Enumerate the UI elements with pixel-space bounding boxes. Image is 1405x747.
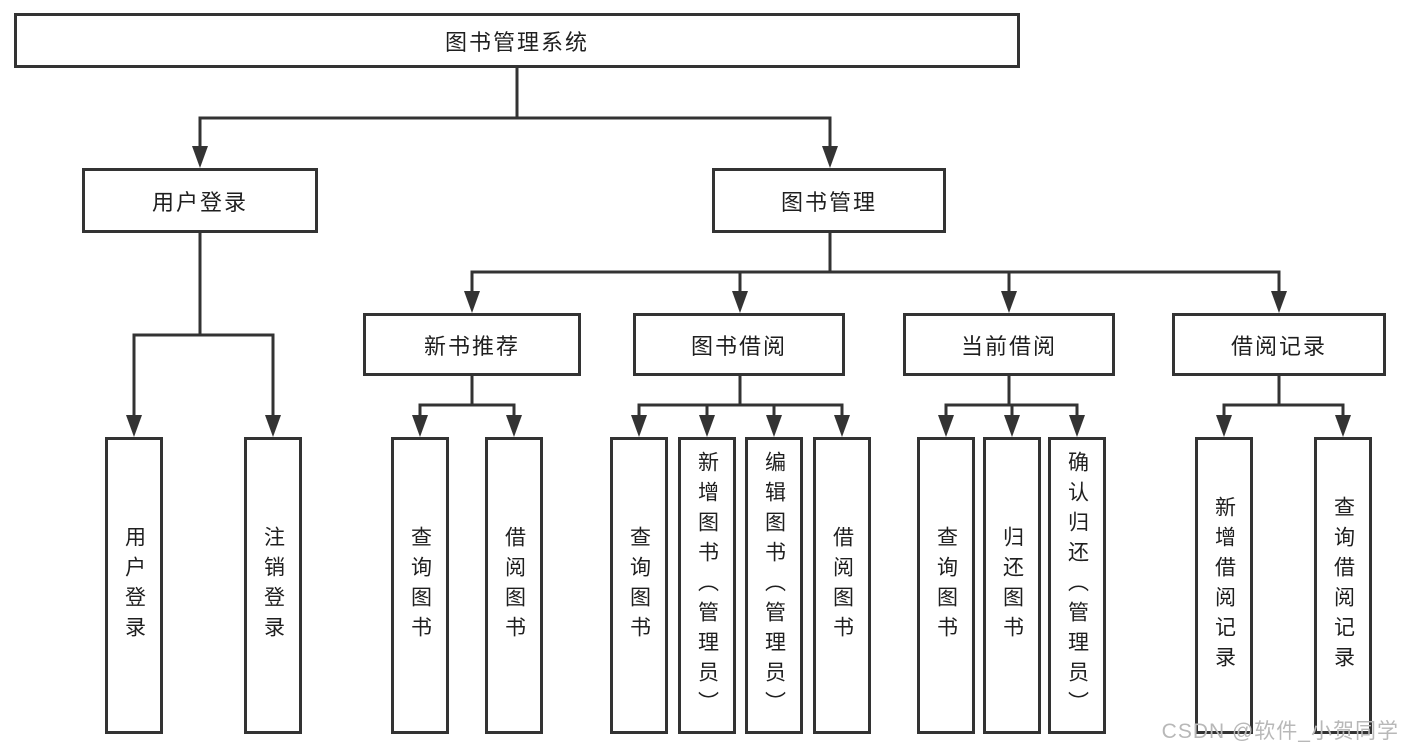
leaf-add-books-admin: 新增图书（管理员） xyxy=(678,437,736,734)
leaf-logout: 注销登录 xyxy=(244,437,302,734)
leaf-query-borrow-record: 查询借阅记录 xyxy=(1314,437,1372,734)
node-book-borrow-label: 图书借阅 xyxy=(690,333,787,359)
leaf-add-borrow-record-label: 新增借阅记录 xyxy=(1212,495,1236,676)
node-current-borrow-label: 当前借阅 xyxy=(960,333,1057,359)
leaf-confirm-return-admin: 确认归还（管理员） xyxy=(1048,437,1106,734)
leaf-query-books-borrow: 查询图书 xyxy=(610,437,668,734)
node-user-login-label: 用户登录 xyxy=(151,189,248,215)
node-book-management-label: 图书管理 xyxy=(780,189,877,215)
leaf-borrow-books-label: 借阅图书 xyxy=(830,525,854,646)
leaf-borrow-books: 借阅图书 xyxy=(813,437,871,734)
arrowheads xyxy=(126,146,1351,437)
node-book-management: 图书管理 xyxy=(712,168,946,233)
leaf-add-borrow-record: 新增借阅记录 xyxy=(1195,437,1253,734)
leaf-query-books-current-label: 查询图书 xyxy=(934,525,958,646)
node-borrow-records-label: 借阅记录 xyxy=(1230,333,1327,359)
node-root: 图书管理系统 xyxy=(14,13,1020,68)
leaf-add-books-admin-label: 新增图书（管理员） xyxy=(695,450,719,721)
node-borrow-records: 借阅记录 xyxy=(1172,313,1386,376)
leaf-query-books-new: 查询图书 xyxy=(391,437,449,734)
leaf-query-books-borrow-label: 查询图书 xyxy=(627,525,651,646)
leaf-user-login: 用户登录 xyxy=(105,437,163,734)
leaf-edit-books-admin-label: 编辑图书（管理员） xyxy=(762,450,786,721)
leaf-query-borrow-record-label: 查询借阅记录 xyxy=(1331,495,1355,676)
node-new-book-recommend-label: 新书推荐 xyxy=(423,333,520,359)
leaf-confirm-return-admin-label: 确认归还（管理员） xyxy=(1065,450,1089,721)
leaf-logout-label: 注销登录 xyxy=(261,525,285,646)
leaf-borrow-books-new-label: 借阅图书 xyxy=(502,525,526,646)
leaf-query-books-new-label: 查询图书 xyxy=(408,525,432,646)
leaf-return-books-label: 归还图书 xyxy=(1000,525,1024,646)
leaf-borrow-books-new: 借阅图书 xyxy=(485,437,543,734)
node-book-borrow: 图书借阅 xyxy=(633,313,845,376)
leaf-edit-books-admin: 编辑图书（管理员） xyxy=(745,437,803,734)
csdn-watermark: CSDN @软件_小贺同学 xyxy=(1161,720,1399,743)
leaf-user-login-label: 用户登录 xyxy=(122,525,146,646)
leaf-return-books: 归还图书 xyxy=(983,437,1041,734)
node-user-login: 用户登录 xyxy=(82,168,318,233)
node-current-borrow: 当前借阅 xyxy=(903,313,1115,376)
node-root-label: 图书管理系统 xyxy=(444,29,589,55)
leaf-query-books-current: 查询图书 xyxy=(917,437,975,734)
node-new-book-recommend: 新书推荐 xyxy=(363,313,581,376)
